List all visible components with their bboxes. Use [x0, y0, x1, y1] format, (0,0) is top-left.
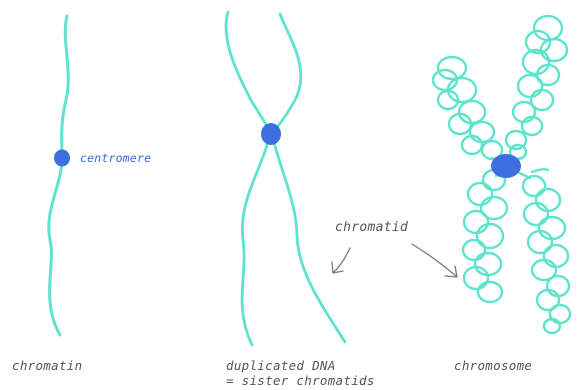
caption-sister-chromatids: = sister chromatids: [226, 373, 375, 388]
captions: chromatin duplicated DNA = sister chroma…: [12, 358, 532, 388]
centromere-label: centromere: [80, 151, 151, 165]
chromatin-strand: [49, 16, 68, 335]
duplicated-centromere: [261, 123, 281, 145]
chromatid-label: chromatid: [335, 220, 408, 235]
chromosome-centromere: [491, 154, 521, 178]
sister-chromatid-right: [272, 14, 345, 342]
chromosome-panel: [433, 16, 570, 333]
chromosome-arm-lower-left: [463, 170, 507, 302]
arrow-to-chromosome: [412, 244, 456, 276]
chromosome-arm-upper-right: [506, 16, 567, 159]
chromatin-panel: centromere: [49, 16, 151, 335]
sister-chromatid-left: [226, 12, 270, 345]
duplicated-dna-panel: [226, 12, 345, 345]
chromatid-annotation: chromatid: [332, 220, 457, 277]
caption-chromatin: chromatin: [12, 358, 82, 373]
chromosome-arm-lower-right: [523, 176, 570, 333]
caption-chromosome: chromosome: [454, 358, 532, 373]
chromosome-arm-upper-left: [433, 57, 502, 159]
chromatin-centromere: [54, 150, 70, 167]
arrow-to-duplicated-dna: [334, 248, 350, 272]
caption-duplicated-dna: duplicated DNA: [226, 358, 336, 373]
